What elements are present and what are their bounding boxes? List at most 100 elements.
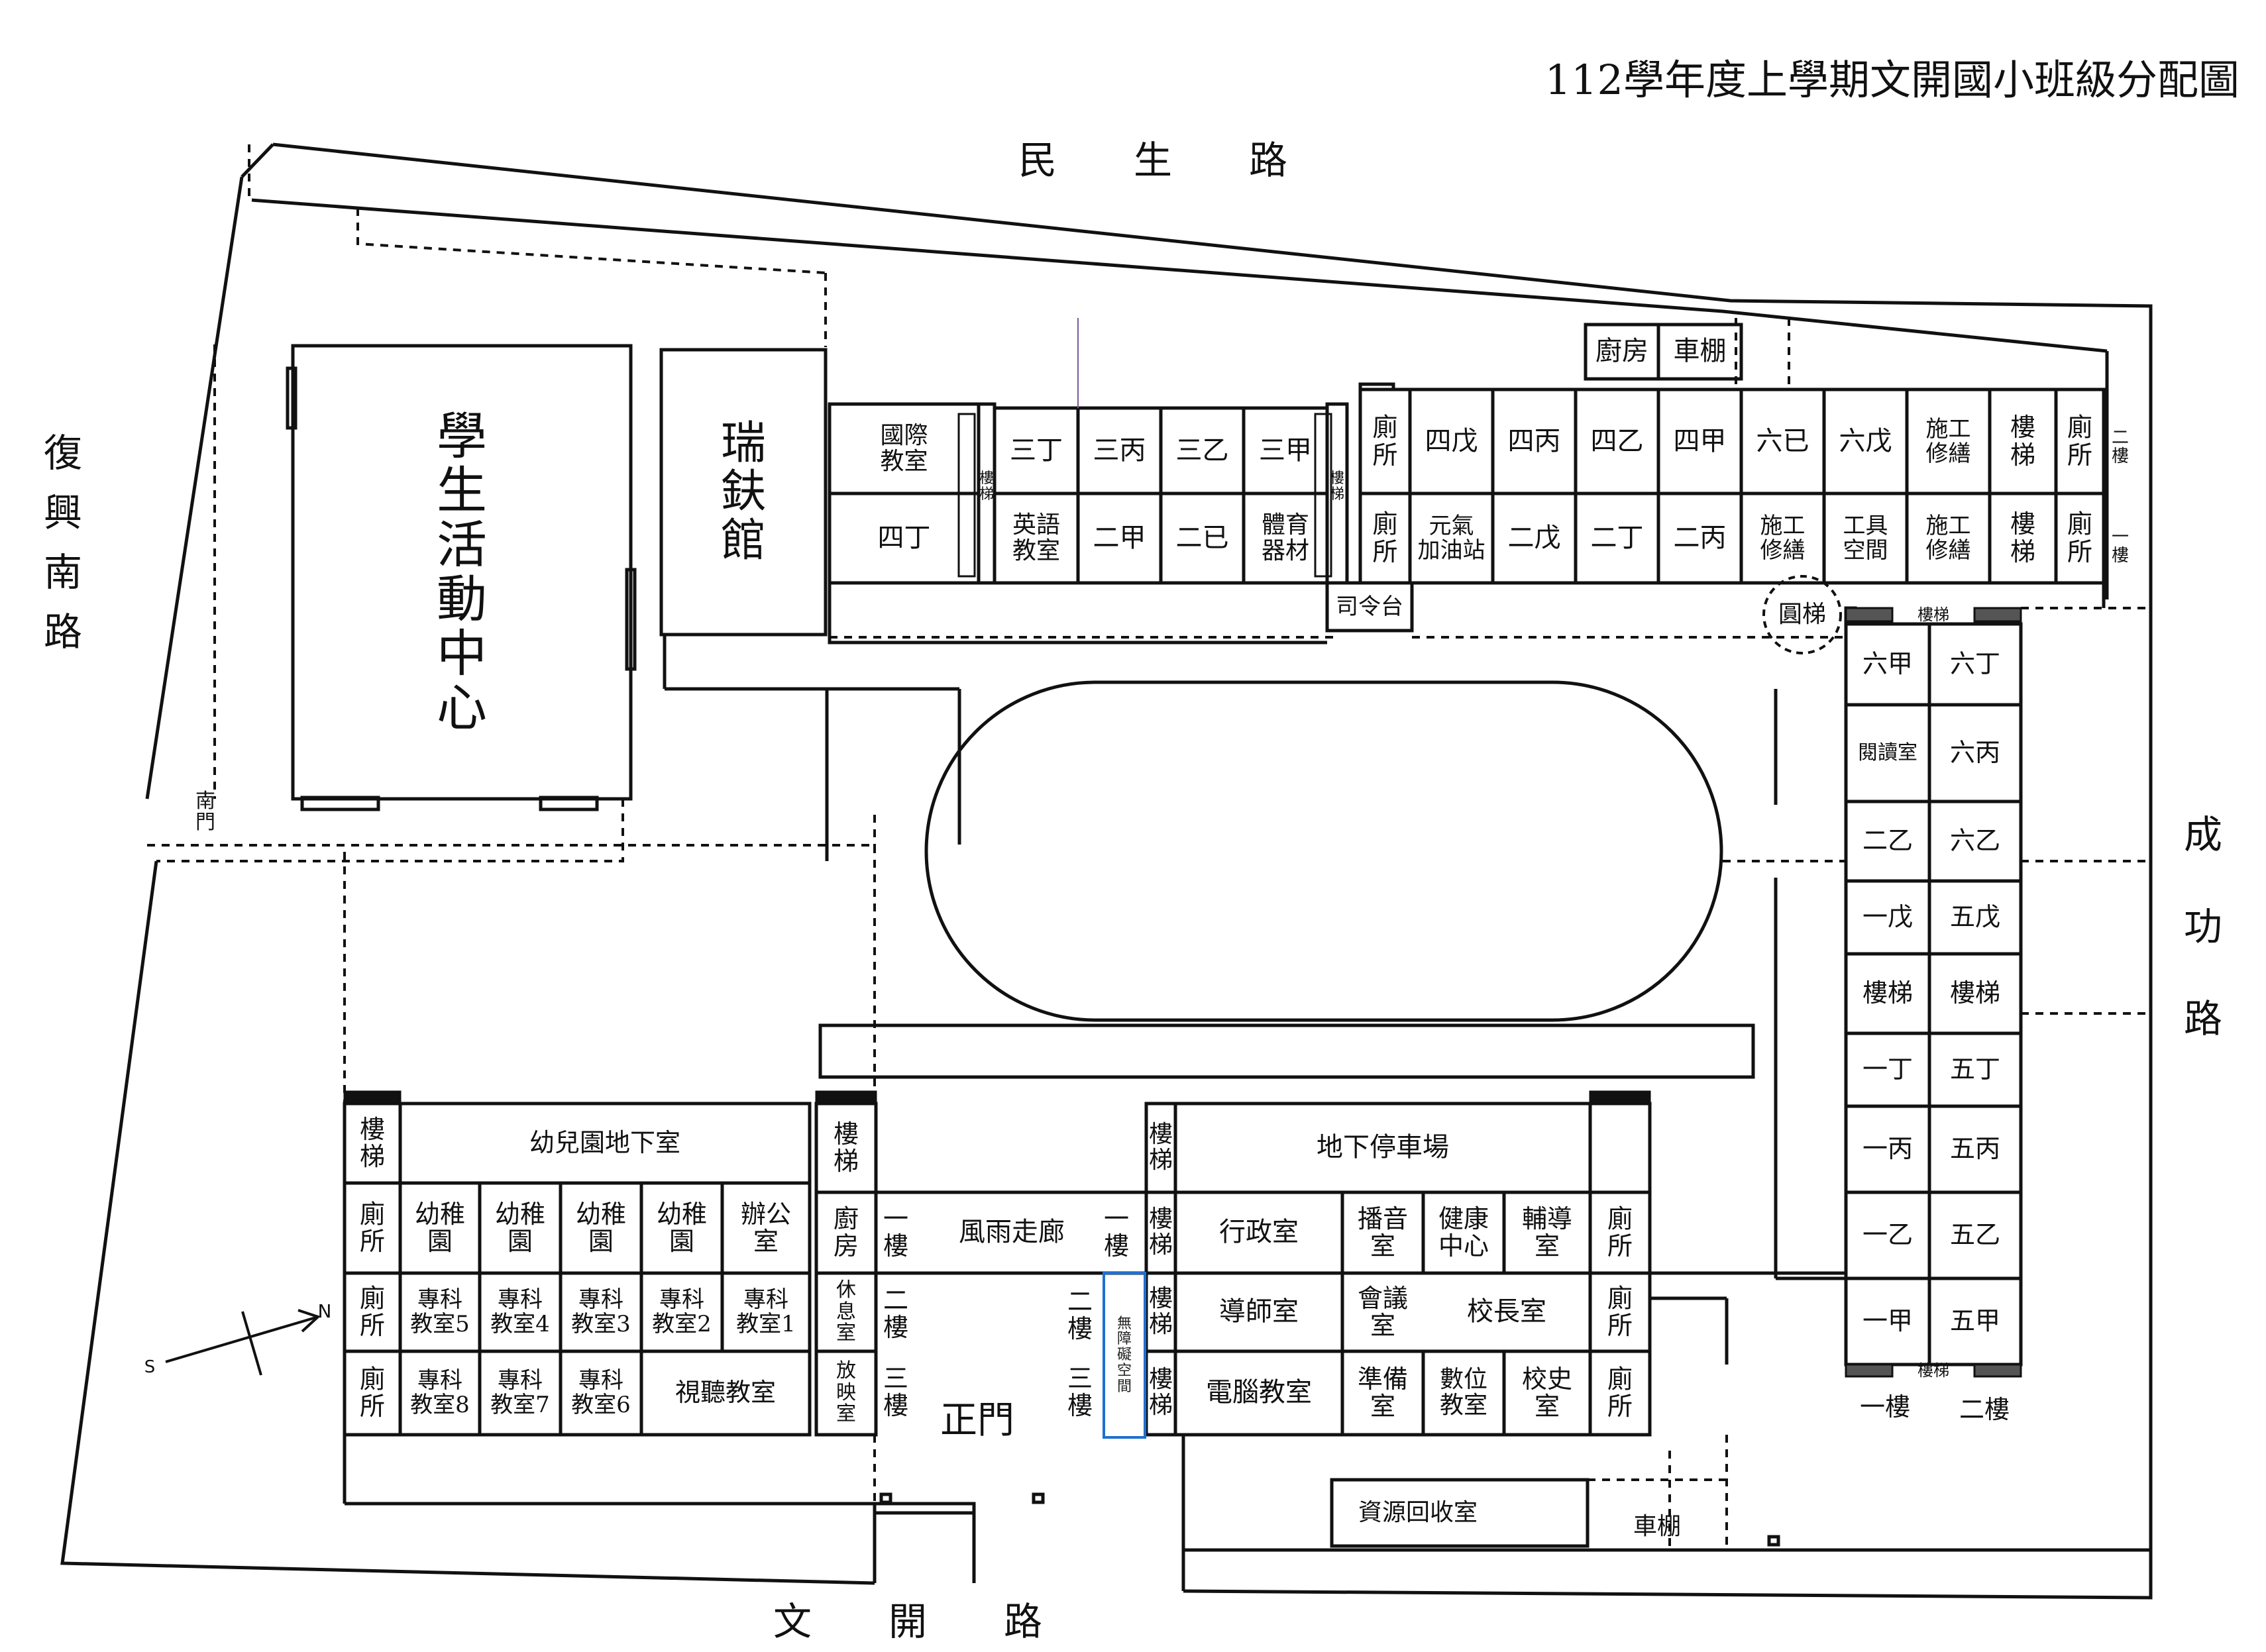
room-c-ding3: 三丁 <box>1010 435 1063 466</box>
room-special-8: 專科 教室8 <box>410 1367 470 1418</box>
room-toilet-m1: 廁 所 <box>1607 1204 1633 1261</box>
room-e-floor2: 二 樓 <box>1067 1286 1093 1343</box>
room-stairs-m2: 樓 梯 <box>1148 1206 1173 1259</box>
room-repair-2: 施工 修繕 <box>1760 512 1806 564</box>
room-c-yi4: 四乙 <box>1590 425 1644 456</box>
room-c-wu4: 四戊 <box>1425 425 1478 456</box>
room-teachers-office: 導師室 <box>1219 1296 1299 1327</box>
room-c-wu2: 二戊 <box>1507 522 1561 553</box>
room-toilet-n2: 廁 所 <box>1372 509 1398 566</box>
map-title: 112學年度上學期文開國小班級分配圖 <box>1544 56 2239 104</box>
room-kindergarten-basement: 幼兒園地下室 <box>529 1128 680 1158</box>
room-history-room: 校史 室 <box>1521 1364 1572 1421</box>
room-digital-room: 數位 教室 <box>1439 1366 1487 1419</box>
room-stairs-e: 樓梯 <box>1917 605 1949 625</box>
room-kg-4: 幼稚 園 <box>656 1199 707 1256</box>
room-refuel-station: 元氣 加油站 <box>1417 512 1485 564</box>
room-toilet-n3: 廁 所 <box>2067 413 2092 470</box>
room-c-ding2: 二丁 <box>1590 522 1644 553</box>
road-minsheng: 民 生 路 <box>1018 138 1287 183</box>
room-c-bing3: 三丙 <box>1093 435 1146 466</box>
room-c-ji6: 六已 <box>1756 425 1809 456</box>
room-c-yi1: 一乙 <box>1862 1220 1913 1250</box>
room-c-yi6: 六乙 <box>1949 826 2000 856</box>
room-c-yi2: 二乙 <box>1862 826 1913 856</box>
room-special-5: 專科 教室5 <box>410 1286 470 1337</box>
room-kg-3: 幼稚 園 <box>575 1199 626 1256</box>
room-c-wu6: 六戊 <box>1839 425 1892 456</box>
room-meeting-room: 會議 室 <box>1357 1283 1408 1340</box>
room-pe-equipment: 體育 器材 <box>1261 511 1309 564</box>
room-screening-room: 放 映 室 <box>836 1359 856 1426</box>
room-c-yi5: 五乙 <box>1949 1220 2000 1250</box>
room-c-bing1: 一丙 <box>1862 1134 1913 1164</box>
road-chenggong: 成 功 路 <box>2183 812 2222 1042</box>
room-c-jia6: 六甲 <box>1862 649 1913 679</box>
room-stairs-b: 樓 梯 <box>1329 470 1344 503</box>
room-bike-shed-north: 車棚 <box>1673 336 1727 367</box>
room-spiral-stairs: 圓梯 <box>1778 600 1826 628</box>
room-w-floor1: 一 樓 <box>883 1204 908 1261</box>
room-av-room: 視聽教室 <box>674 1378 776 1408</box>
room-special-3: 專科 教室3 <box>571 1286 631 1337</box>
room-c-jia3: 三甲 <box>1259 435 1312 466</box>
room-toilet-n1: 廁 所 <box>1372 413 1398 470</box>
room-c-ji2: 二已 <box>1175 522 1229 553</box>
room-kitchen-north: 廚房 <box>1595 336 1648 367</box>
room-special-4: 專科 教室4 <box>490 1286 550 1337</box>
room-east-floor2: 二樓 <box>1959 1395 2010 1425</box>
room-stairs-k1: 樓 梯 <box>359 1114 385 1171</box>
room-c-wu1: 一戊 <box>1862 902 1913 932</box>
room-stairs-d: 樓 梯 <box>2010 509 2035 566</box>
room-toilet-k3: 廁 所 <box>359 1364 385 1421</box>
room-e-floor3: 三 樓 <box>1067 1363 1093 1420</box>
room-prep-room: 準備 室 <box>1357 1364 1408 1421</box>
room-c-wu5: 五戊 <box>1949 902 2000 932</box>
room-kg-2: 幼稚 園 <box>494 1199 545 1256</box>
room-c-ding1: 一丁 <box>1862 1055 1913 1084</box>
road-wenkai: 文 開 路 <box>773 1599 1042 1644</box>
room-stairs-k2: 樓 梯 <box>833 1119 859 1176</box>
room-special-7: 專科 教室7 <box>490 1367 550 1418</box>
room-c-jia1: 一甲 <box>1862 1306 1913 1336</box>
room-stairs-a: 樓 梯 <box>979 470 994 503</box>
room-stairs-h: 樓梯 <box>1917 1361 1949 1380</box>
room-kitchen-south: 廚 房 <box>833 1204 859 1261</box>
room-kg-1: 幼稚 園 <box>414 1199 465 1256</box>
room-repair-1: 施工 修繕 <box>1925 415 1971 467</box>
room-c-jia4: 四甲 <box>1673 425 1727 456</box>
room-c-bing5: 五丙 <box>1949 1134 2000 1164</box>
room-toilet-m2: 廁 所 <box>1607 1283 1633 1340</box>
road-fuxing-south: 復 興 南 路 <box>43 431 82 654</box>
room-toilet-m3: 廁 所 <box>1607 1364 1633 1421</box>
room-e-floor1: 一 樓 <box>1103 1204 1129 1261</box>
room-bike-shed-south: 車棚 <box>1633 1512 1681 1540</box>
room-south-gate: 南 門 <box>195 789 215 834</box>
room-special-2: 專科 教室2 <box>652 1286 712 1337</box>
room-c-ding6: 六丁 <box>1949 649 2000 679</box>
room-health-center: 健康 中心 <box>1438 1204 1489 1261</box>
compass-north-label: N <box>317 1300 332 1322</box>
room-c-bing2: 二丙 <box>1673 522 1727 553</box>
room-recycling: 資源回收室 <box>1358 1498 1478 1526</box>
room-ruijue-hall: 瑞 鈇 館 <box>720 417 766 567</box>
room-rest-room: 休 息 室 <box>836 1278 856 1345</box>
room-principal: 校長室 <box>1467 1296 1546 1327</box>
room-stairs-g: 樓梯 <box>1949 978 2000 1008</box>
room-c-ding5: 五丁 <box>1949 1055 2000 1084</box>
compass-south-label: S <box>144 1357 156 1377</box>
room-accessible-space: 無 障 礙 空 間 <box>1116 1315 1132 1395</box>
room-special-6: 專科 教室6 <box>571 1367 631 1418</box>
room-counseling: 輔導 室 <box>1521 1204 1572 1261</box>
room-east-floor1: 一樓 <box>1859 1392 1910 1422</box>
room-computer-room: 電腦教室 <box>1206 1377 1312 1408</box>
room-corridor: 風雨走廊 <box>959 1217 1065 1248</box>
room-c-jia2: 二甲 <box>1093 522 1146 553</box>
room-toilet-k1: 廁 所 <box>359 1199 385 1256</box>
room-c-yi3: 三乙 <box>1175 435 1229 466</box>
room-special-1: 專科 教室1 <box>736 1286 796 1337</box>
room-w-floor2: 二 樓 <box>883 1285 908 1342</box>
room-toilet-k2: 廁 所 <box>359 1283 385 1340</box>
